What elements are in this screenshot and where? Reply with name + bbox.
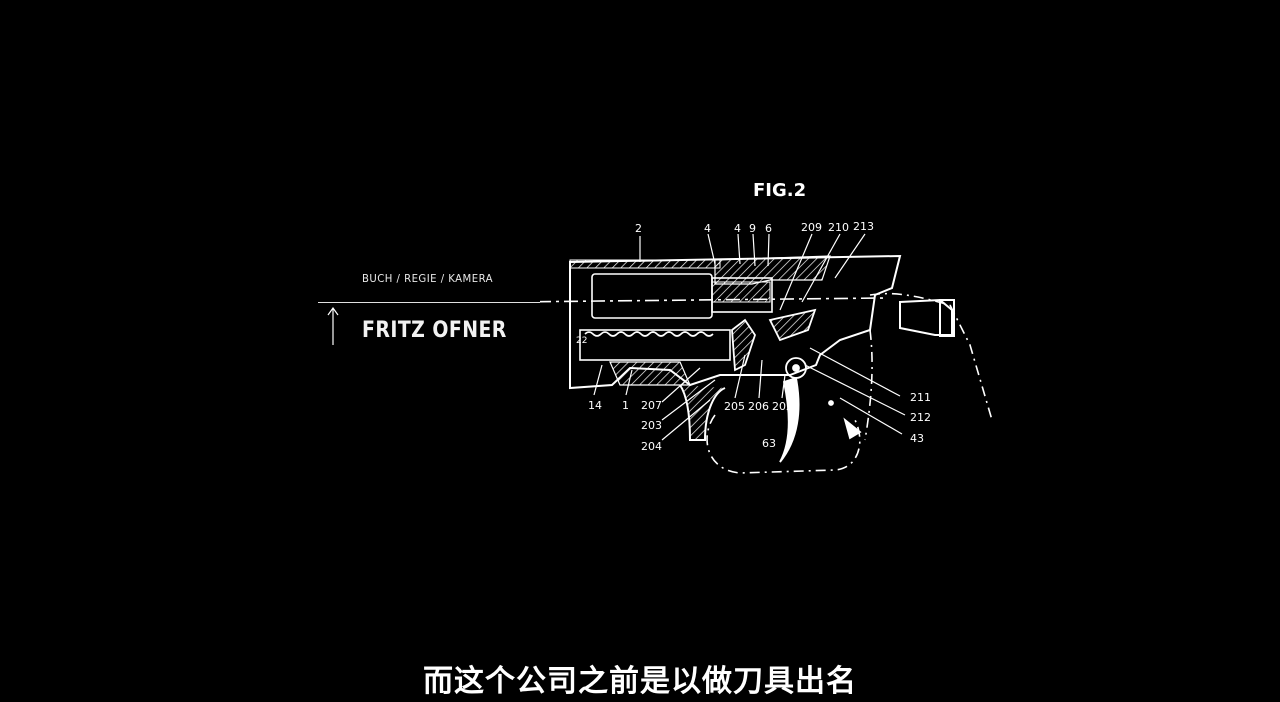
magazine-tube [579, 329, 731, 361]
label-206: 206 [748, 400, 769, 413]
patent-drawing: FIG.2 [540, 180, 993, 474]
label-203: 203 [641, 419, 662, 432]
trigger-guard [706, 414, 861, 474]
label-6: 6 [765, 222, 772, 235]
subtitle-caption: 而这个公司之前是以做刀具出名 [423, 664, 857, 699]
leader-lines [593, 233, 906, 441]
label-4b: 4 [734, 222, 741, 235]
figure-title: FIG.2 [753, 180, 806, 201]
trigger-mechanism [731, 308, 862, 463]
label-63: 63 [762, 437, 776, 450]
top-hatch-bar [569, 259, 721, 269]
label-204: 204 [641, 440, 662, 453]
label-205: 205 [724, 400, 745, 413]
label-212: 212 [910, 411, 931, 424]
label-9: 9 [749, 222, 756, 235]
label-202: 202 [772, 400, 793, 413]
up-arrow-icon [327, 306, 339, 345]
label-207: 207 [641, 399, 662, 412]
credit-name: FRITZ OFNER [362, 318, 507, 343]
label-210: 210 [828, 221, 849, 234]
stock-plate [899, 298, 955, 337]
front-guard [679, 384, 726, 441]
label-211: 211 [910, 391, 931, 404]
lower-hatch-block [609, 361, 691, 386]
label-209: 209 [801, 221, 822, 234]
label-14: 14 [588, 399, 602, 412]
label-43: 43 [910, 432, 924, 445]
credit-divider-line [318, 302, 540, 303]
label-22: 22 [576, 336, 587, 346]
label-4a: 4 [704, 222, 711, 235]
label-1: 1 [622, 399, 629, 412]
label-2: 2 [635, 222, 642, 235]
credit-role: BUCH / REGIE / KAMERA [362, 272, 494, 285]
label-213: 213 [853, 220, 874, 233]
mid-hatch-bar [711, 281, 771, 303]
